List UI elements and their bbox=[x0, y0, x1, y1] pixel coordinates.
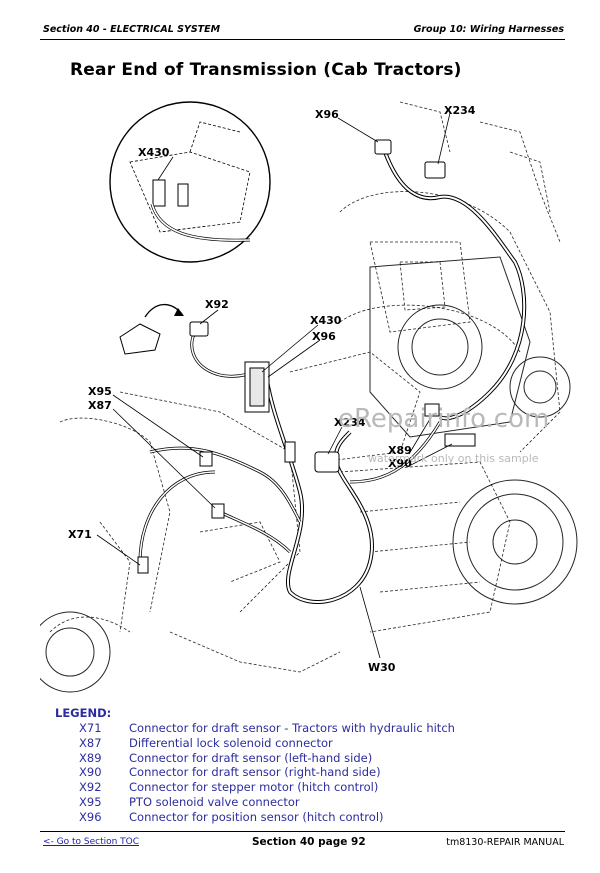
watermark-note: watermark only on this sample bbox=[368, 452, 539, 465]
legend-desc: Connector for position sensor (hitch con… bbox=[129, 809, 384, 824]
callout-x71: X71 bbox=[68, 528, 92, 541]
legend-desc: Connector for draft sensor - Tractors wi… bbox=[129, 721, 455, 735]
inset-detail bbox=[109, 101, 271, 263]
callout-w30: W30 bbox=[368, 661, 396, 674]
header-divider bbox=[40, 39, 565, 40]
legend-code: X95 bbox=[79, 794, 102, 809]
legend-item-x90: X90 Connector for draft sensor (right-han… bbox=[79, 765, 455, 780]
legend-code: X71 bbox=[79, 721, 102, 735]
callout-x95: X95 bbox=[88, 385, 112, 398]
footer-divider bbox=[40, 831, 565, 832]
legend-code: X87 bbox=[79, 735, 102, 750]
callout-x430-inset: X430 bbox=[138, 146, 170, 159]
legend-desc: PTO solenoid valve connector bbox=[129, 794, 300, 809]
legend-item-x71: X71 Connector for draft sensor - Tractors… bbox=[79, 721, 455, 736]
legend-code: X89 bbox=[79, 750, 102, 765]
callout-x90: X90 bbox=[388, 457, 412, 470]
legend-code: X96 bbox=[79, 809, 102, 824]
watermark-site: eRepairinfo.com bbox=[338, 404, 549, 434]
page-number: Section 40 page 92 bbox=[252, 836, 366, 848]
legend-item-x96: X96 Connector for position sensor (hitch … bbox=[79, 810, 455, 825]
legend-code: X92 bbox=[79, 780, 102, 795]
callout-x89: X89 bbox=[388, 444, 412, 457]
legend-list: X71 Connector for draft sensor - Tractors… bbox=[79, 721, 455, 825]
legend-desc: Differential lock solenoid connector bbox=[129, 735, 333, 750]
group-header: Group 10: Wiring Harnesses bbox=[413, 24, 564, 35]
legend-desc: Connector for draft sensor (right-hand s… bbox=[129, 765, 381, 780]
legend-item-x87: X87 Differential lock solenoid connector bbox=[79, 736, 455, 751]
callout-x96-mid: X96 bbox=[312, 330, 336, 343]
callout-x234-top: X234 bbox=[444, 104, 476, 117]
section-toc-link[interactable]: <- Go to Section TOC bbox=[43, 837, 140, 847]
legend-item-x89: X89 Connector for draft sensor (left-hand… bbox=[79, 751, 455, 766]
legend-item-x95: X95 PTO solenoid valve connector bbox=[79, 795, 455, 810]
manual-id: tm8130-REPAIR MANUAL bbox=[446, 837, 564, 848]
legend-desc: Connector for draft sensor (left-hand si… bbox=[129, 750, 373, 765]
section-header: Section 40 - ELECTRICAL SYSTEM bbox=[43, 24, 221, 35]
callout-x234-mid: X234 bbox=[334, 416, 366, 429]
legend-item-x92: X92 Connector for stepper motor (hitch co… bbox=[79, 780, 455, 795]
wiring-harness-diagram: X430 X96 X234 X92 X430 X96 X95 X87 X234 … bbox=[40, 92, 580, 698]
legend-code: X90 bbox=[79, 765, 102, 780]
legend-title: LEGEND: bbox=[55, 706, 112, 720]
page-title: Rear End of Transmission (Cab Tractors) bbox=[70, 60, 462, 80]
callout-x430-mid: X430 bbox=[310, 314, 342, 327]
callout-x87: X87 bbox=[88, 399, 112, 412]
legend-desc: Connector for stepper motor (hitch contr… bbox=[129, 780, 379, 795]
callout-x92: X92 bbox=[205, 298, 229, 311]
callout-x96-top: X96 bbox=[315, 108, 339, 121]
